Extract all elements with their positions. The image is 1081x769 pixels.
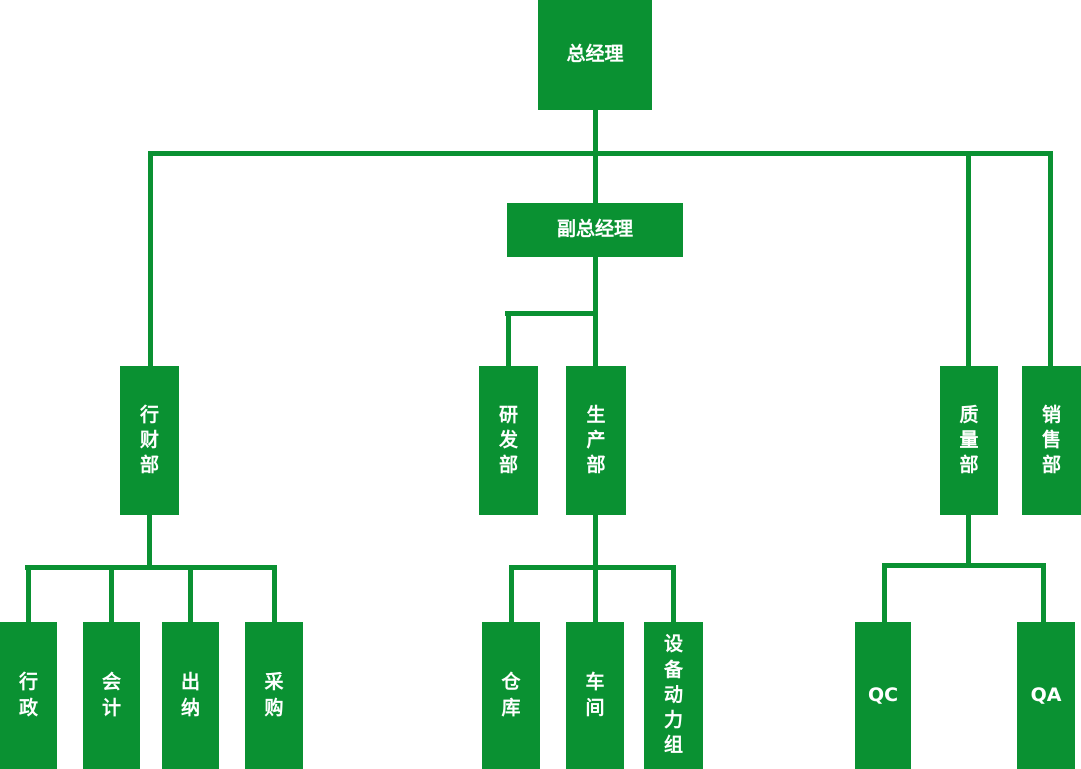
node-label: 副总经理 (556, 218, 633, 241)
node-quality-dept[interactable]: 质量部 (940, 366, 998, 515)
node-label: 行政 (19, 671, 39, 719)
connector-line (593, 513, 598, 570)
connector-line (506, 311, 511, 366)
node-label: 设备动力组 (664, 633, 684, 757)
node-cashier[interactable]: 出纳 (162, 622, 219, 769)
node-label: 生产部 (586, 403, 606, 477)
connector-line (148, 151, 153, 366)
connector-line (593, 255, 598, 366)
connector-line (1041, 563, 1046, 622)
connector-line (593, 151, 598, 203)
connector-line (188, 565, 193, 622)
connector-line (26, 565, 31, 622)
node-procurement[interactable]: 采购 (245, 622, 303, 769)
node-deputy-general-manager[interactable]: 副总经理 (507, 203, 683, 257)
connector-line (1048, 151, 1053, 366)
node-accounting[interactable]: 会计 (83, 622, 140, 769)
node-qc[interactable]: QC (855, 622, 911, 769)
connector-line (593, 108, 598, 156)
node-label: 质量部 (959, 403, 979, 477)
connector-line (966, 151, 971, 366)
connector-line (966, 513, 971, 568)
connector-line (147, 513, 152, 570)
node-warehouse[interactable]: 仓库 (482, 622, 540, 769)
node-workshop[interactable]: 车间 (566, 622, 624, 769)
connector-line (505, 311, 598, 316)
node-rd-dept[interactable]: 研发部 (479, 366, 538, 515)
node-qa[interactable]: QA (1017, 622, 1075, 769)
node-label: 总经理 (566, 43, 624, 66)
node-label: 销售部 (1042, 403, 1062, 477)
connector-line (148, 151, 1053, 156)
node-admin-office[interactable]: 行政 (0, 622, 57, 769)
node-label: 行财部 (140, 403, 160, 477)
connector-line (25, 565, 277, 570)
connector-line (882, 563, 887, 622)
connector-line (882, 563, 1046, 568)
node-label: 车间 (585, 671, 605, 719)
node-label: QC (867, 683, 899, 706)
node-equipment-power-group[interactable]: 设备动力组 (644, 622, 703, 769)
connector-line (509, 565, 514, 622)
node-general-manager[interactable]: 总经理 (538, 0, 652, 110)
connector-line (593, 565, 598, 622)
connector-line (109, 565, 114, 622)
node-label: 采购 (264, 671, 284, 719)
node-label: 会计 (102, 671, 122, 719)
node-finance-admin-dept[interactable]: 行财部 (120, 366, 179, 515)
node-label: 研发部 (499, 403, 519, 477)
node-label: QA (1030, 683, 1062, 706)
node-production-dept[interactable]: 生产部 (566, 366, 626, 515)
connector-line (509, 565, 675, 570)
node-sales-dept[interactable]: 销售部 (1022, 366, 1081, 515)
connector-line (272, 565, 277, 622)
connector-line (671, 565, 676, 622)
node-label: 出纳 (181, 671, 201, 719)
node-label: 仓库 (501, 671, 521, 719)
